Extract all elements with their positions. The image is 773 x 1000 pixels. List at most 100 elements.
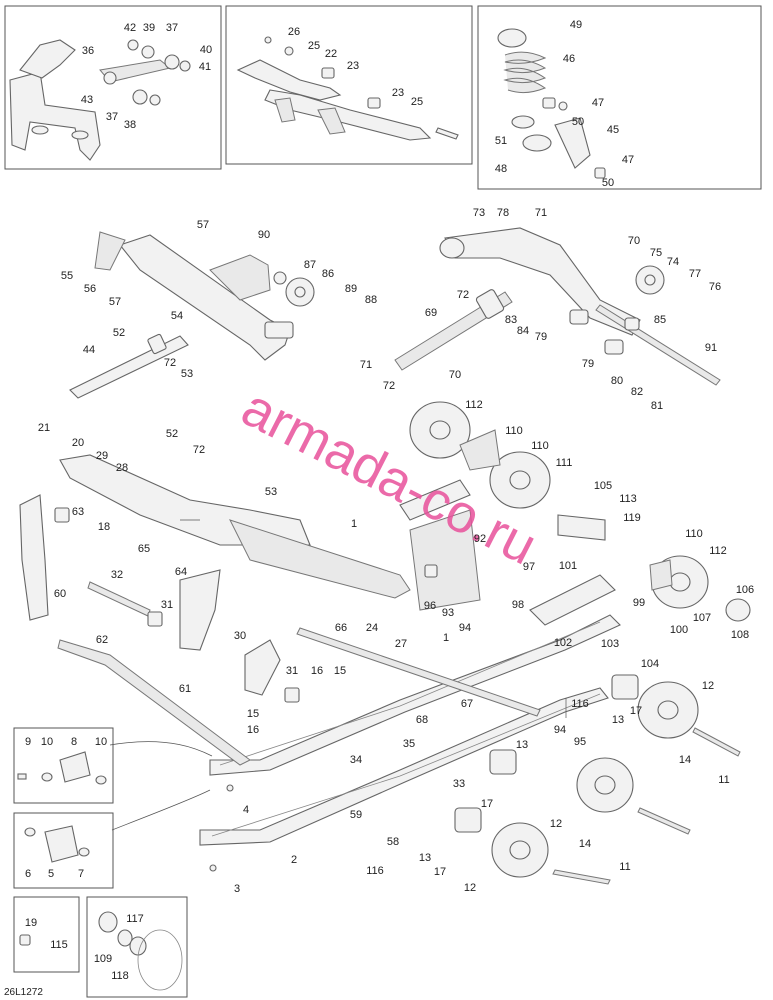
callout-72: 72 <box>193 444 205 456</box>
inset-frame-wheel-bearing <box>86 896 188 998</box>
callout-78: 78 <box>497 207 509 219</box>
callout-52: 52 <box>113 327 125 339</box>
callout-79: 79 <box>535 331 547 343</box>
callout-30: 30 <box>234 630 246 642</box>
callout-48: 48 <box>495 163 507 175</box>
callout-37: 37 <box>166 22 178 34</box>
callout-33: 33 <box>453 778 465 790</box>
callout-40: 40 <box>200 44 212 56</box>
callout-81: 81 <box>651 400 663 412</box>
inset-frame-slider-b <box>13 812 114 889</box>
callout-100: 100 <box>670 624 688 636</box>
callout-72: 72 <box>457 289 469 301</box>
callout-112: 112 <box>465 399 483 411</box>
callout-68: 68 <box>416 714 428 726</box>
inset-frame-rear-arm <box>4 5 222 170</box>
callout-119: 119 <box>623 512 641 524</box>
callout-1: 1 <box>443 632 449 644</box>
leader-lines <box>109 519 567 831</box>
callout-85: 85 <box>654 314 666 326</box>
rear-arm-inset-parts <box>9 39 191 161</box>
rear-arm-assembly <box>394 227 721 386</box>
callout-13: 13 <box>516 739 528 751</box>
callout-117: 117 <box>126 913 144 925</box>
callout-20: 20 <box>72 437 84 449</box>
callout-108: 108 <box>731 629 749 641</box>
callout-84: 84 <box>517 325 529 337</box>
callout-71: 71 <box>535 207 547 219</box>
callout-37: 37 <box>106 111 118 123</box>
callout-94: 94 <box>554 724 566 736</box>
callout-12: 12 <box>464 882 476 894</box>
callout-64: 64 <box>175 566 187 578</box>
callout-93: 93 <box>442 607 454 619</box>
callout-72: 72 <box>383 380 395 392</box>
callout-47: 47 <box>622 154 634 166</box>
callout-53: 53 <box>181 368 193 380</box>
callout-65: 65 <box>138 543 150 555</box>
callout-10: 10 <box>41 736 53 748</box>
callout-99: 99 <box>633 597 645 609</box>
callout-2: 2 <box>291 854 297 866</box>
callout-29: 29 <box>96 450 108 462</box>
callout-110: 110 <box>685 528 703 540</box>
callout-15: 15 <box>334 665 346 677</box>
callout-1: 1 <box>351 518 357 530</box>
callout-72: 72 <box>164 357 176 369</box>
callout-8: 8 <box>71 736 77 748</box>
callout-75: 75 <box>650 247 662 259</box>
callout-23: 23 <box>347 60 359 72</box>
front-arm-inset-parts <box>236 36 459 141</box>
callout-74: 74 <box>667 256 679 268</box>
callout-50: 50 <box>602 177 614 189</box>
callout-14: 14 <box>579 838 591 850</box>
callout-41: 41 <box>199 61 211 73</box>
callout-12: 12 <box>550 818 562 830</box>
callout-111: 111 <box>556 457 573 469</box>
callout-62: 62 <box>96 634 108 646</box>
callout-94: 94 <box>459 622 471 634</box>
callout-59: 59 <box>350 809 362 821</box>
callout-22: 22 <box>325 48 337 60</box>
callout-101: 101 <box>559 560 577 572</box>
callout-11: 11 <box>619 861 630 873</box>
callout-57: 57 <box>109 296 121 308</box>
callout-104: 104 <box>641 658 659 670</box>
callout-15: 15 <box>247 708 259 720</box>
slide-rail-assembly <box>57 614 621 872</box>
callout-98: 98 <box>512 599 524 611</box>
callout-10: 10 <box>95 736 107 748</box>
callout-63: 63 <box>72 506 84 518</box>
callout-116: 116 <box>366 865 384 877</box>
callout-52: 52 <box>166 428 178 440</box>
middle-arm-and-wheels <box>19 401 606 703</box>
drawing-code: 26L1272 <box>4 987 43 998</box>
callout-88: 88 <box>365 294 377 306</box>
callout-70: 70 <box>449 369 461 381</box>
callout-103: 103 <box>601 638 619 650</box>
callout-27: 27 <box>395 638 407 650</box>
callout-79: 79 <box>582 358 594 370</box>
callout-110: 110 <box>531 440 549 452</box>
callout-105: 105 <box>594 480 612 492</box>
callout-44: 44 <box>83 344 95 356</box>
callout-110: 110 <box>505 425 523 437</box>
callout-14: 14 <box>679 754 691 766</box>
callout-89: 89 <box>345 283 357 295</box>
callout-70: 70 <box>628 235 640 247</box>
callout-25: 25 <box>308 40 320 52</box>
callout-97: 97 <box>523 561 535 573</box>
callout-19: 19 <box>25 917 37 929</box>
callout-91: 91 <box>705 342 717 354</box>
callout-36: 36 <box>82 45 94 57</box>
callout-18: 18 <box>98 521 110 533</box>
callout-45: 45 <box>607 124 619 136</box>
callout-87: 87 <box>304 259 316 271</box>
callout-13: 13 <box>612 714 624 726</box>
callout-51: 51 <box>495 135 507 147</box>
callout-116: 116 <box>571 698 589 710</box>
callout-28: 28 <box>116 462 128 474</box>
callout-77: 77 <box>689 268 701 280</box>
callout-5: 5 <box>48 868 54 880</box>
